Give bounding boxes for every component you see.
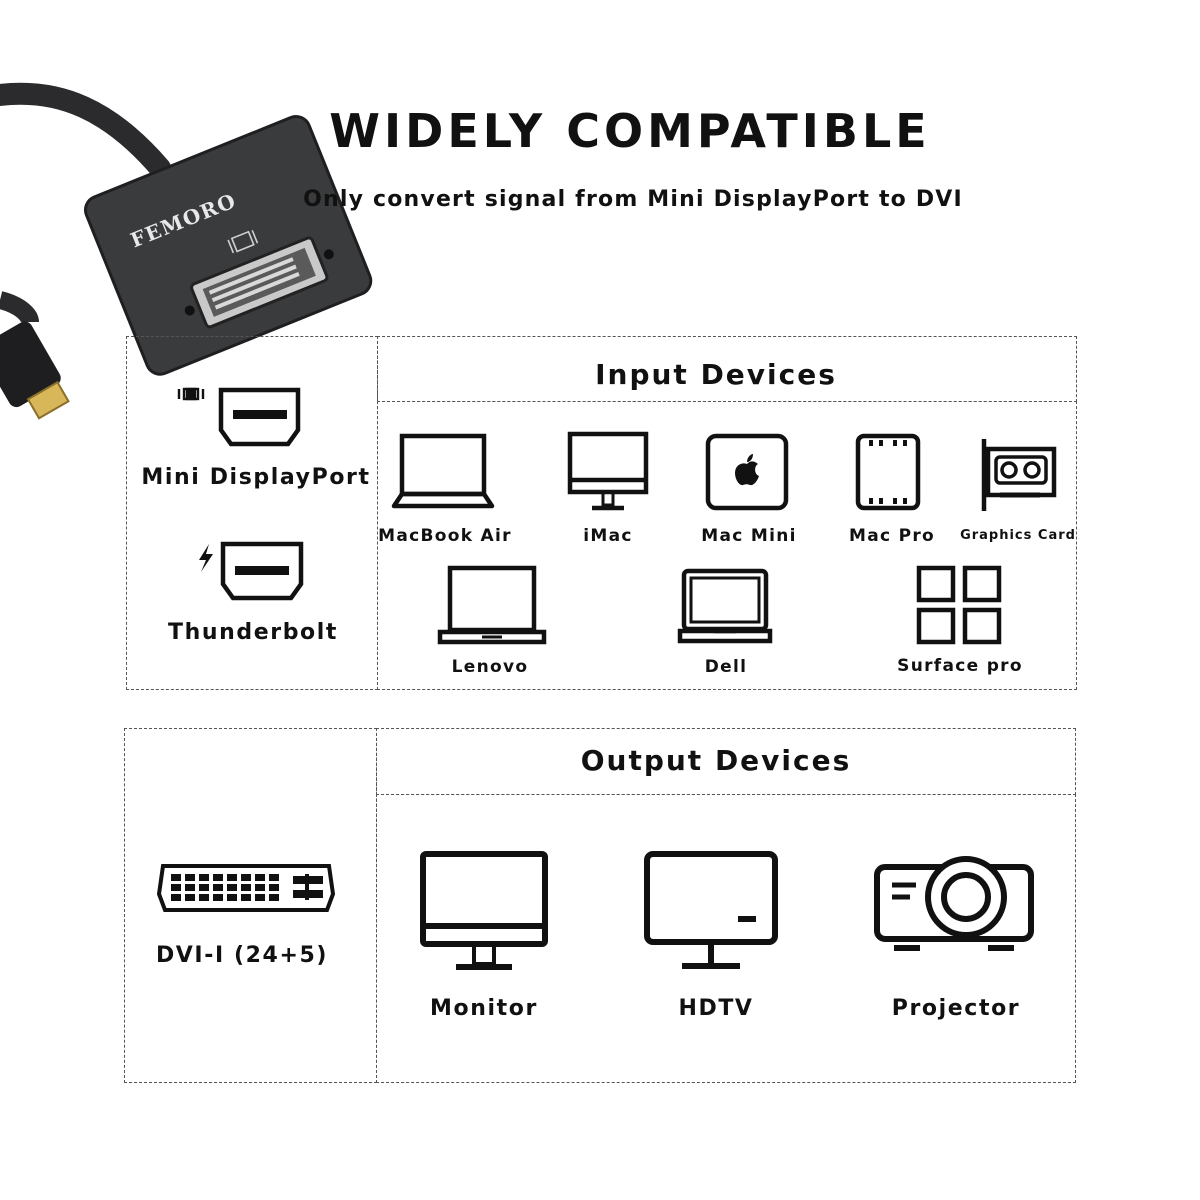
dvi-connector-icon — [156, 864, 336, 912]
input-heading: Input Devices — [595, 358, 837, 391]
dvi-pin — [241, 884, 251, 891]
laptop-icon — [391, 433, 495, 509]
device-label-graphics-card: Graphics Card — [960, 528, 1076, 543]
laptop-icon — [677, 568, 773, 644]
dvi-pin — [269, 894, 279, 901]
mini-dp-plug — [0, 321, 70, 420]
dvi-pin — [213, 884, 223, 891]
device-label-surface-pro: Surface pro — [897, 656, 1023, 676]
port-label-mini-displayport: Mini DisplayPort — [141, 465, 371, 490]
dvi-pin — [255, 874, 265, 881]
device-label-monitor: Monitor — [430, 996, 538, 1021]
output-devices-panel — [376, 794, 1076, 1083]
dvi-pin — [185, 884, 195, 891]
dvi-pin — [255, 894, 265, 901]
dvi-pin — [241, 894, 251, 901]
device-label-lenovo: Lenovo — [451, 657, 529, 677]
dvi-pin — [185, 894, 195, 901]
projector-icon — [874, 856, 1034, 951]
dvi-pin — [171, 874, 181, 881]
dvi-pin — [269, 884, 279, 891]
device-label-imac: iMac — [583, 526, 633, 546]
page-title: WIDELY COMPATIBLE — [329, 104, 931, 158]
windows-tiles-icon — [916, 565, 1002, 645]
monitor-icon — [420, 851, 548, 970]
dvi-pin — [199, 894, 209, 901]
dvi-pin — [213, 874, 223, 881]
dvi-pin — [241, 874, 251, 881]
device-label-mac-pro: Mac Pro — [848, 526, 936, 546]
mini-displayport-icon — [177, 387, 301, 447]
mac-pro-icon — [855, 433, 921, 511]
dvi-pin — [199, 884, 209, 891]
output-heading: Output Devices — [580, 744, 852, 777]
device-label-mac-mini: Mac Mini — [701, 526, 797, 546]
mac-mini-icon — [705, 433, 789, 511]
port-label-dvi: DVI-I (24+5) — [155, 943, 329, 968]
dvi-pin — [213, 894, 223, 901]
dvi-pin — [171, 884, 181, 891]
device-label-dell: Dell — [704, 657, 748, 677]
dvi-pin — [227, 894, 237, 901]
thunderbolt-port-icon — [199, 541, 304, 601]
imac-icon — [567, 431, 649, 511]
dvi-pin — [185, 874, 195, 881]
device-label-macbook-air: MacBook Air — [378, 526, 512, 546]
dvi-pin — [255, 884, 265, 891]
device-label-projector: Projector — [891, 996, 1021, 1021]
input-devices-panel — [377, 401, 1077, 690]
dvi-pin — [171, 894, 181, 901]
laptop-icon — [437, 565, 547, 645]
dvi-pin — [269, 874, 279, 881]
dvi-pin — [227, 874, 237, 881]
dvi-pin — [227, 884, 237, 891]
device-label-hdtv: HDTV — [678, 996, 754, 1021]
graphics-card-icon — [981, 439, 1057, 511]
port-label-thunderbolt: Thunderbolt — [167, 620, 339, 645]
adapter-icon: FEMORO — [0, 82, 373, 420]
page-subtitle: Only convert signal from Mini DisplayPor… — [303, 187, 963, 212]
hdtv-icon — [644, 851, 778, 969]
dvi-pin — [199, 874, 209, 881]
